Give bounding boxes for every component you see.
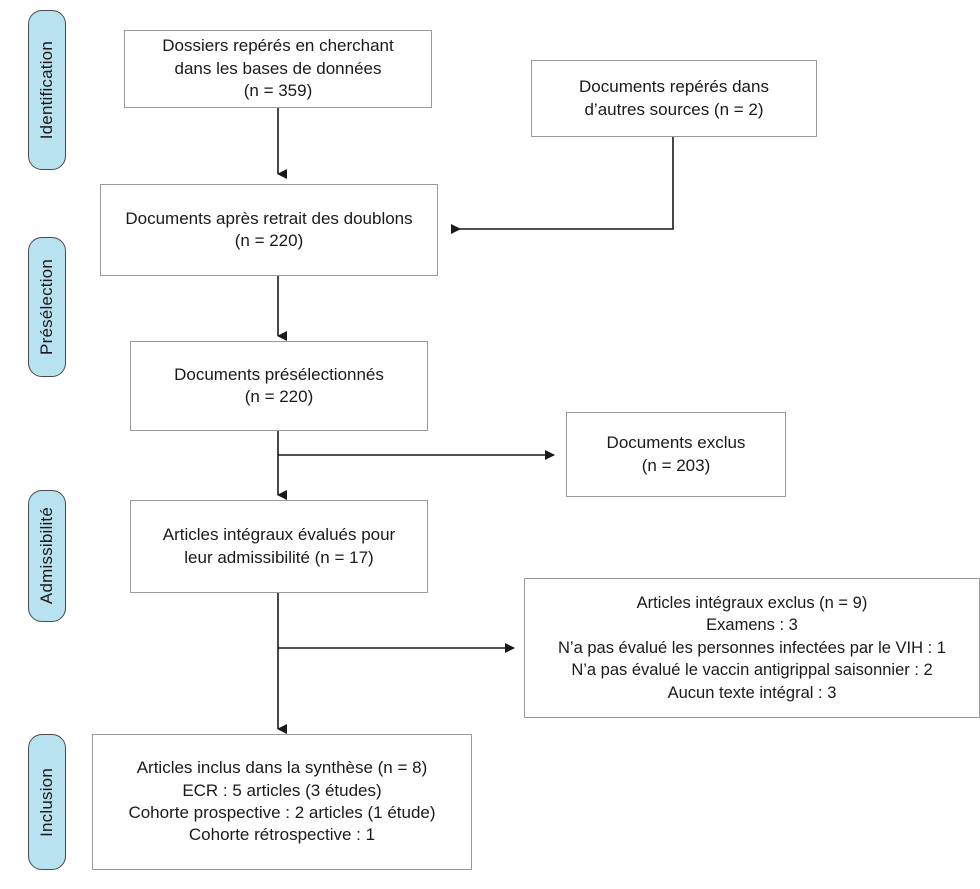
- node-records-screened-text: Documents présélectionnés (n = 220): [174, 364, 384, 406]
- node-included-in-synthesis: Articles inclus dans la synthèse (n = 8)…: [92, 734, 472, 870]
- node-records-from-databases: Dossiers repérés en cherchant dans les b…: [124, 30, 432, 108]
- node-included-in-synthesis-text: Articles inclus dans la synthèse (n = 8)…: [128, 758, 436, 845]
- node-fulltext-excluded: Articles intégraux exclus (n = 9) Examen…: [524, 578, 980, 718]
- node-records-excluded-text: Documents exclus (n = 203): [606, 433, 746, 475]
- node-records-screened: Documents présélectionnés (n = 220): [130, 341, 428, 431]
- stage-label-inclusion: Inclusion: [28, 734, 66, 870]
- connector-other-sources-to-duplicates: [451, 137, 674, 234]
- stage-label-identification-text: Identification: [37, 40, 56, 140]
- node-after-duplicates-removed-text: Documents après retrait des doublons (n …: [125, 208, 413, 250]
- node-records-other-sources-text: Documents repérés dans d’autres sources …: [579, 77, 769, 119]
- node-records-from-databases-text: Dossiers repérés en cherchant dans les b…: [162, 36, 394, 101]
- stage-label-inclusion-text: Inclusion: [37, 767, 56, 837]
- stage-label-admissibilite: Admissibilité: [28, 490, 66, 622]
- stage-label-admissibilite-text: Admissibilité: [37, 507, 56, 605]
- node-after-duplicates-removed: Documents après retrait des doublons (n …: [100, 184, 438, 276]
- node-fulltext-assessed-text: Articles intégraux évalués pour leur adm…: [162, 525, 396, 567]
- stage-label-preselection-text: Présélection: [37, 259, 56, 355]
- node-records-excluded: Documents exclus (n = 203): [566, 412, 786, 497]
- node-fulltext-excluded-text: Articles intégraux exclus (n = 9) Examen…: [558, 593, 946, 702]
- node-records-other-sources: Documents repérés dans d’autres sources …: [531, 60, 817, 137]
- stage-label-identification: Identification: [28, 10, 66, 170]
- stage-label-preselection: Présélection: [28, 237, 66, 377]
- node-fulltext-assessed: Articles intégraux évalués pour leur adm…: [130, 500, 428, 593]
